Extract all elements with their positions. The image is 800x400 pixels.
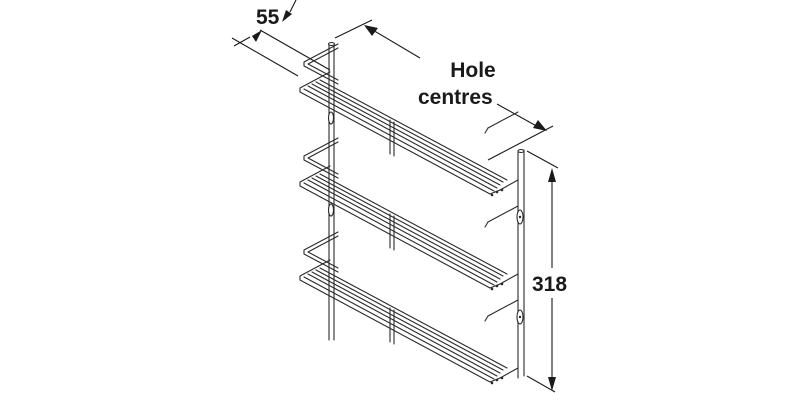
right-wall-post (516, 148, 525, 379)
depth-dimension (231, 0, 331, 77)
shelf-bottom (299, 231, 519, 385)
hole-centres-dimension (334, 19, 554, 161)
height-dimension-label: 318 (532, 273, 568, 296)
height-dimension (526, 150, 559, 393)
hole-centres-label-line2: centres (418, 86, 493, 109)
hole-centres-label-line1: Hole (450, 59, 496, 82)
depth-dimension-label: 55 (256, 6, 280, 29)
